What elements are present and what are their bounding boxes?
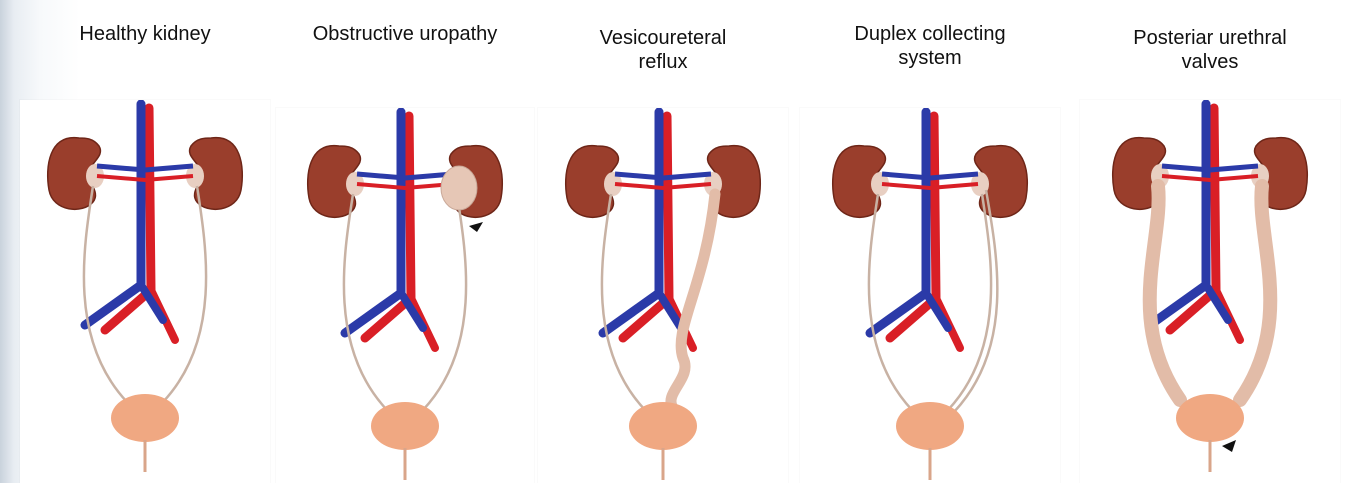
urinary-tract-svg [20,100,270,483]
vena-cava [85,104,141,325]
panel-obstructive-uropathy: Obstructive uropathy [276,0,534,483]
panel-title: Obstructive uropathy [276,22,534,46]
urinary-tract-svg [276,108,534,483]
bladder [371,402,439,450]
panel-healthy-kidney: Healthy kidney [20,0,270,483]
left-ureter [602,194,645,410]
hydronephrotic-pelvis [441,166,477,210]
urinary-tract-illustration [538,108,788,483]
left-ureter [84,186,127,402]
right-ureter [948,194,991,410]
bladder [1176,394,1244,442]
right-ureter [163,186,206,402]
dilated-right-ureter [1240,186,1270,400]
bladder [629,402,697,450]
urinary-tract-illustration [276,108,534,483]
refluxing-right-ureter [671,194,715,408]
vena-cava [870,112,926,333]
left-ureter [344,194,387,410]
urinary-tract-illustration [20,100,270,483]
panel-title: Posteriar urethral valves [1080,26,1340,74]
panel-title: Duplex collecting system [800,22,1060,70]
urinary-tract-svg [1080,100,1340,483]
bladder [896,402,964,450]
obstruction-arrowhead [469,222,483,232]
panel-title: Vesicoureteral reflux [538,26,788,74]
panel-posterior-urethral-valves: Posteriar urethral valves [1080,0,1340,483]
panel-title: Healthy kidney [20,22,270,46]
left-ureter [869,194,912,410]
urinary-tract-illustration [800,108,1060,483]
vena-cava [345,112,401,333]
bladder [111,394,179,442]
valve-arrowhead [1222,440,1236,452]
urinary-tract-illustration [1080,100,1340,483]
urinary-tract-svg [538,108,788,483]
urinary-tract-svg [800,108,1060,483]
right-ureter [423,194,466,410]
panel-vesicoureteral-reflux: Vesicoureteral reflux [538,0,788,483]
panel-duplex-collecting-system: Duplex collecting system [800,0,1060,483]
vena-cava [603,112,659,333]
dilated-left-ureter [1150,186,1180,400]
